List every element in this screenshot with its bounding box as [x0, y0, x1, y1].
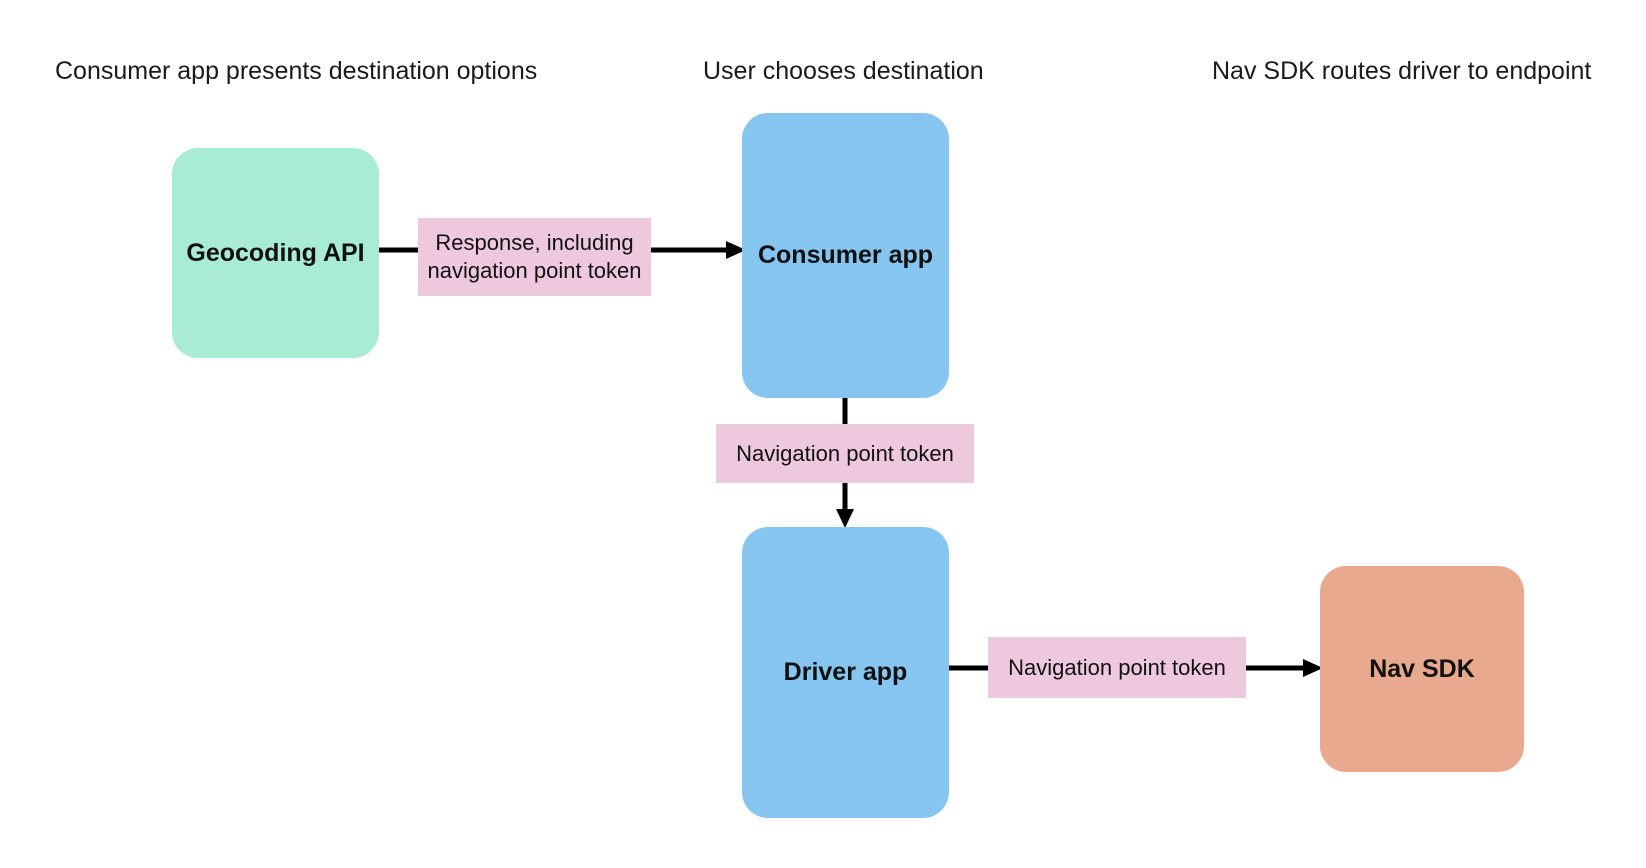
edge-label-nav-token-mid: Navigation point token [716, 424, 974, 483]
connector-driver-to-token [946, 663, 992, 673]
edge-label-nav-token-mid-text: Navigation point token [736, 440, 954, 466]
node-driver-app[interactable]: Driver app [742, 527, 949, 818]
node-nav-sdk-label: Nav SDK [1369, 654, 1475, 683]
connector-consumer-to-token [840, 396, 850, 428]
edge-label-response-text: Response, including navigation point tok… [427, 230, 642, 283]
node-geocoding-api[interactable]: Geocoding API [172, 148, 379, 358]
column-header-consumer: Consumer app presents destination option… [55, 57, 538, 85]
node-consumer-app-label: Consumer app [757, 241, 934, 269]
node-driver-app-label: Driver app [783, 658, 908, 686]
node-geocoding-api-label: Geocoding API [186, 238, 365, 267]
column-header-user: User chooses destination [703, 57, 984, 85]
edge-label-nav-token-bottom: Navigation point token [988, 637, 1246, 698]
edge-label-nav-token-bottom-text: Navigation point token [1008, 654, 1226, 680]
edge-label-response: Response, including navigation point tok… [418, 218, 651, 296]
connector-response-to-consumer [648, 238, 748, 262]
connector-token-to-navsdk [1243, 656, 1325, 680]
connector-geocoding-to-response [376, 245, 422, 255]
node-consumer-app[interactable]: Consumer app [742, 113, 949, 398]
node-nav-sdk[interactable]: Nav SDK [1320, 566, 1524, 772]
column-header-navsdk: Nav SDK routes driver to endpoint [1212, 57, 1592, 85]
connector-token-to-driver [833, 481, 857, 529]
